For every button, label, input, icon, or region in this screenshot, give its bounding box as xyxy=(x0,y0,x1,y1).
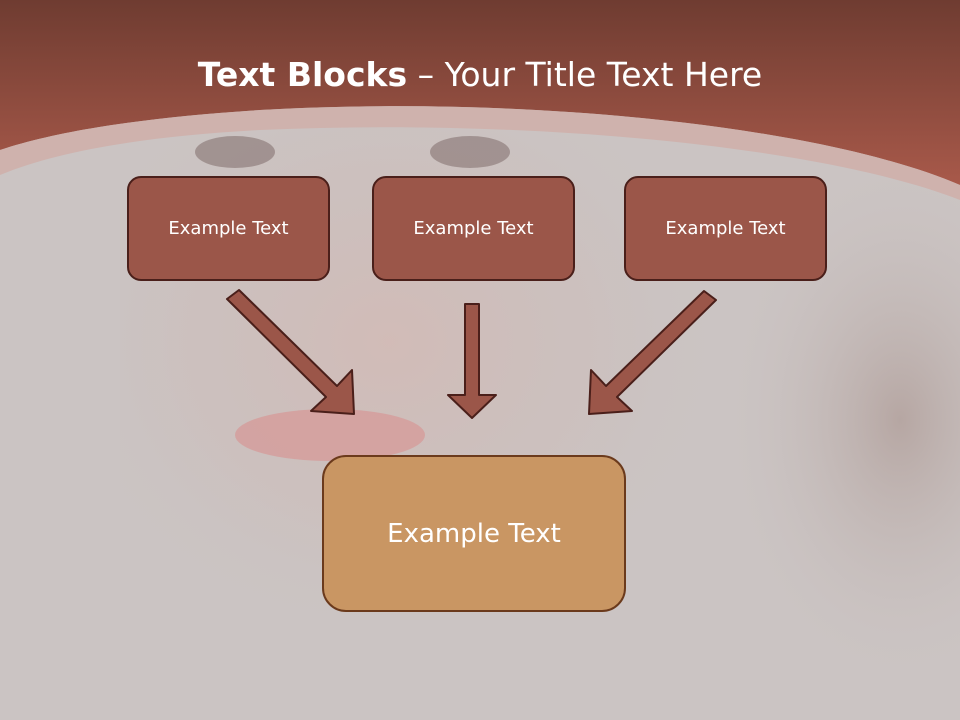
photo-eye-right xyxy=(430,136,510,168)
photo-lips xyxy=(235,409,425,461)
text-block-2[interactable]: Example Text xyxy=(372,176,575,281)
slide-title-rest: – Your Title Text Here xyxy=(407,55,763,94)
text-block-2-label: Example Text xyxy=(413,218,534,239)
slide-title-bold: Text Blocks xyxy=(197,55,408,94)
target-text-block-label: Example Text xyxy=(387,518,561,549)
text-block-3[interactable]: Example Text xyxy=(624,176,827,281)
target-text-block[interactable]: Example Text xyxy=(322,455,626,612)
text-block-1-label: Example Text xyxy=(168,218,289,239)
text-block-1[interactable]: Example Text xyxy=(127,176,330,281)
slide-title: Text Blocks – Your Title Text Here xyxy=(0,52,960,98)
text-block-3-label: Example Text xyxy=(665,218,786,239)
header-swoosh xyxy=(0,106,960,200)
photo-eye-left xyxy=(195,136,275,168)
header-band xyxy=(0,0,960,185)
